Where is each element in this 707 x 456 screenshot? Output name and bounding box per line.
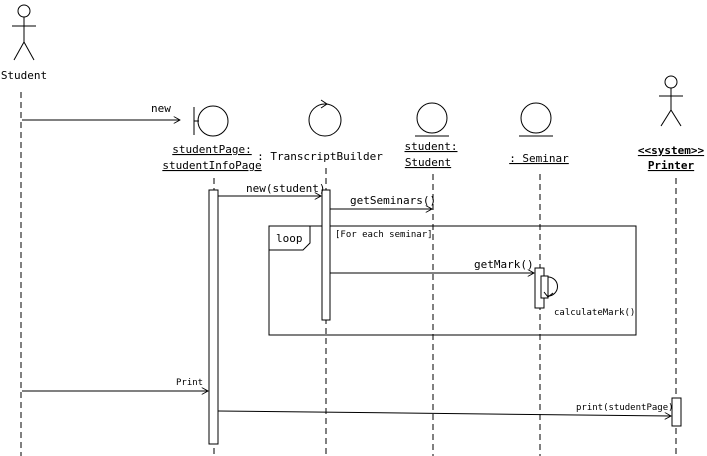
student-page-label: studentPage: xyxy=(172,143,251,156)
loop-operator-label: loop xyxy=(276,232,303,245)
loop-fragment-operator-tab xyxy=(269,226,311,251)
student-actor-label: Student xyxy=(1,69,47,82)
printer-name-label: Printer xyxy=(648,159,695,172)
message-calculate-mark-label: calculateMark() xyxy=(554,308,635,318)
message-new-student-label: new(student) xyxy=(246,182,325,195)
message-print-label: Print xyxy=(176,378,203,388)
message-print-student-page-label: print(studentPage) xyxy=(576,403,674,413)
seminar-self-activation-bar xyxy=(540,275,549,299)
transcript-builder-activation-bar xyxy=(321,189,331,321)
control-icon xyxy=(308,99,342,137)
message-get-mark-label: getMark() xyxy=(474,258,534,271)
student-page-activation-bar xyxy=(208,189,219,445)
printer-actor xyxy=(659,75,683,127)
printer-actor-head-icon xyxy=(664,75,678,89)
message-calculate-mark-self-call xyxy=(547,276,558,297)
loop-fragment xyxy=(268,225,637,336)
student-page-type-label: studentInfoPage xyxy=(162,159,261,172)
seminar-label: : Seminar xyxy=(509,152,569,165)
message-new-label: new xyxy=(151,102,171,115)
student-actor-head-icon xyxy=(17,4,31,18)
printer-stereotype-label: <<system>> xyxy=(638,144,705,157)
student-entity-icon xyxy=(415,102,449,137)
student-actor: Student xyxy=(1,4,47,82)
student-entity-type-label: Student xyxy=(405,156,451,169)
printer-activation-bar xyxy=(671,397,682,427)
message-get-seminars-label: getSeminars() xyxy=(350,194,436,207)
boundary-icon xyxy=(193,105,229,137)
student-entity-label: student: xyxy=(405,140,458,153)
seminar-entity-icon xyxy=(519,102,553,137)
transcript-builder-label: : TranscriptBuilder xyxy=(257,150,383,163)
loop-guard-label: [For each seminar] xyxy=(335,230,433,240)
message-print-student-page-arrow xyxy=(217,410,671,416)
